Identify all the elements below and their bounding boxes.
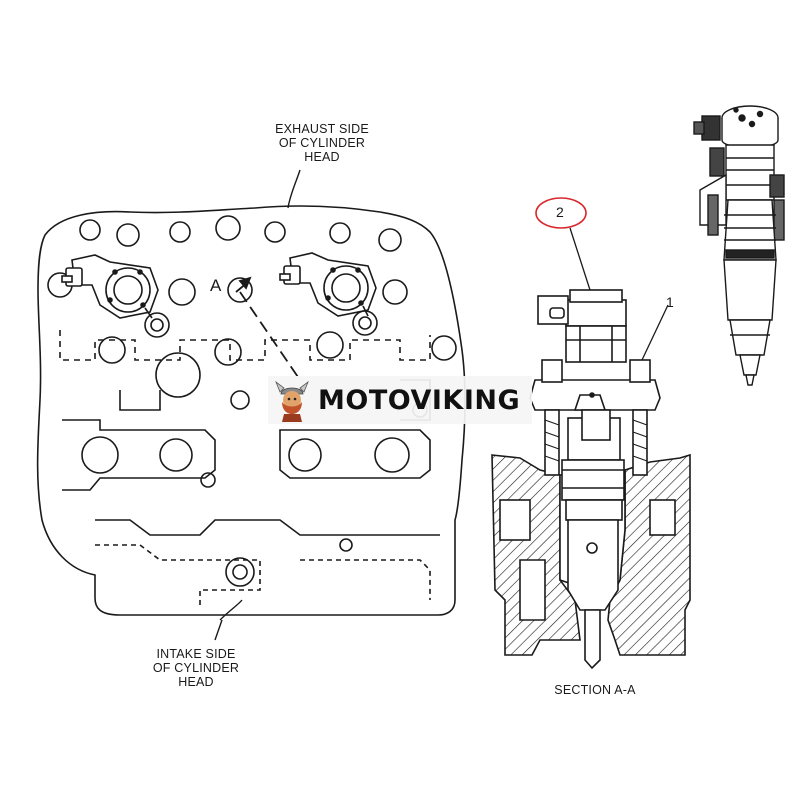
watermark-text: MOTOVIKING [318,384,521,416]
intake-label-line-2: OF CYLINDER [152,661,240,675]
label-leaders [214,169,301,641]
exhaust-label-line-1: EXHAUST SIDE [275,122,369,136]
viking-logo-icon [275,380,309,422]
intake-label-line-1: INTAKE SIDE [156,647,236,661]
exhaust-label-line-2: OF CYLINDER [278,136,366,150]
section-line-a [235,276,301,381]
callout-leaders [569,227,669,361]
callout-number-2: 2 [556,204,564,220]
watermark-banner: MOTOVIKING [268,376,532,424]
section-title: SECTION A-A [554,683,636,697]
section-a-a-view [491,289,691,670]
cylinder-head-top-view [36,205,466,616]
exhaust-side-label: EXHAUST SIDE OF CYLINDER HEAD [262,122,382,164]
exhaust-label-line-3: HEAD [304,150,340,164]
injector-clamp-right [279,252,378,336]
intake-label-line-3: HEAD [178,675,214,689]
injector-illustration [693,105,785,386]
callout-number-1: 1 [666,294,674,310]
injector-clamp-left [61,254,170,338]
section-marker-a: A [210,276,222,295]
callout-circle-2 [535,197,587,229]
intake-side-label: INTAKE SIDE OF CYLINDER HEAD [136,647,256,689]
